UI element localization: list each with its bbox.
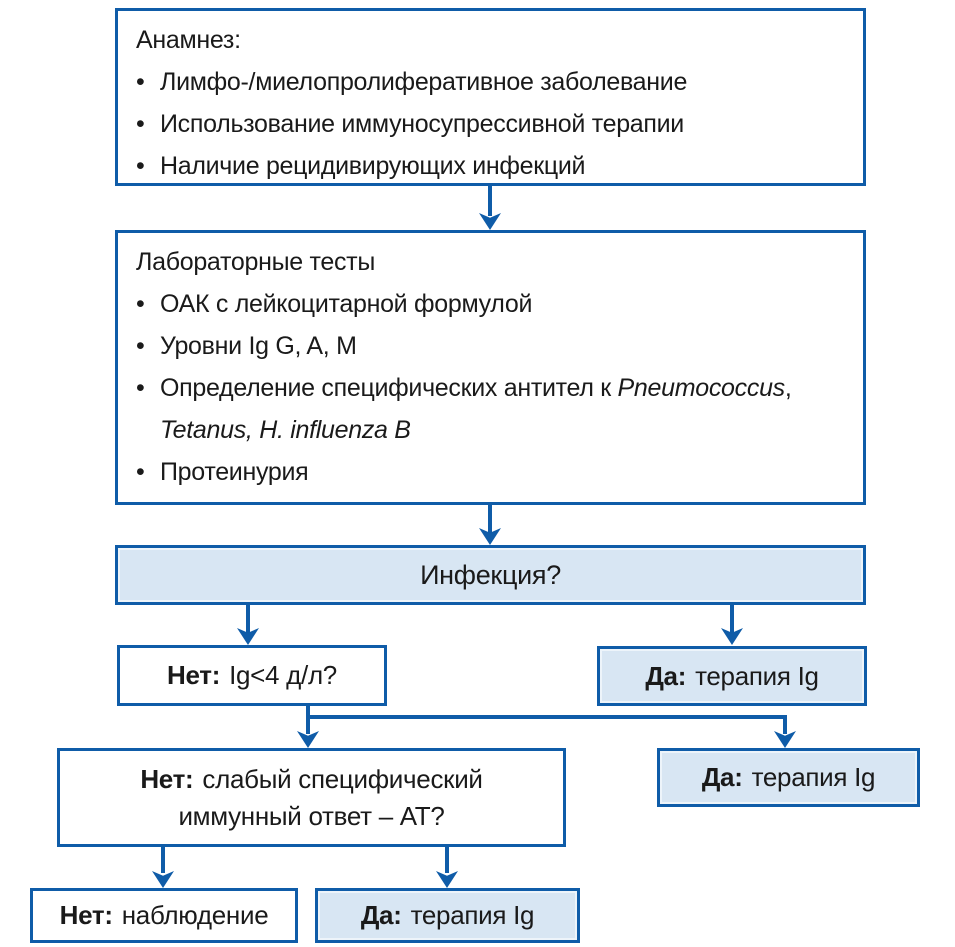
- yes-therapy-top-box: Да: терапия Ig: [597, 646, 867, 706]
- infection-question-box: Инфекция?: [115, 545, 866, 605]
- yes-therapy-mid-box: Да: терапия Ig: [657, 748, 920, 807]
- yes-therapy-bottom-box: Да: терапия Ig: [315, 888, 580, 943]
- down-arrow-icon: [152, 871, 174, 888]
- bullet-icon: •: [136, 458, 145, 486]
- no-prefix: Нет:: [59, 900, 113, 930]
- yes-prefix: Да:: [360, 900, 402, 930]
- lab-tests-box: Лабораторные тесты • ОАК с лейкоцитарной…: [115, 230, 866, 505]
- anamnesis-bullet-3: • Наличие рецидивирующих инфекций: [136, 145, 847, 187]
- bullet-icon: •: [136, 68, 145, 96]
- lab-bullet-2-text: Уровни Ig G, A, M: [160, 332, 357, 360]
- infection-question-label: Инфекция?: [420, 559, 561, 590]
- anamnesis-bullet-2: • Использование иммуносупрессивной терап…: [136, 103, 847, 145]
- bullet-icon: •: [136, 110, 145, 138]
- bullet-icon: •: [136, 152, 145, 180]
- anamnesis-title: Анамнез:: [136, 26, 241, 54]
- weak-response-line-2: иммунный ответ – АТ?: [178, 800, 445, 831]
- lab-bullet-1-text: ОАК с лейкоцитарной формулой: [160, 290, 533, 318]
- anamnesis-bullet-2-text: Использование иммуносупрессивной терапии: [160, 110, 684, 138]
- yes-prefix: Да:: [645, 660, 687, 691]
- lab-bullet-3-line-1: Определение специфических антител к Pneu…: [160, 374, 792, 402]
- connector-ig-stub: [306, 706, 310, 719]
- connector-ig-branch-horizontal: [306, 715, 787, 719]
- no-prefix: Нет:: [167, 660, 221, 690]
- yes-therapy-top-label: терапия Ig: [695, 660, 819, 691]
- connector-infection-to-yes: [730, 605, 734, 633]
- anamnesis-box: Анамнез: • Лимфо-/миелопролиферативное з…: [115, 8, 866, 186]
- lab-bullet-4: • Протеинурия: [136, 451, 847, 493]
- bullet-icon: •: [136, 290, 145, 318]
- connector-infection-to-no: [246, 605, 250, 633]
- connector-lab-to-infection: [488, 505, 492, 533]
- connector-weak-to-therapy: [445, 847, 449, 873]
- anamnesis-bullet-1-text: Лимфо-/миелопролиферативное заболевание: [160, 68, 688, 96]
- lab-bullet-4-text: Протеинурия: [160, 458, 309, 486]
- down-arrow-icon: [436, 871, 458, 888]
- connector-weak-to-observation: [161, 847, 165, 873]
- connector-anamnesis-to-lab: [488, 186, 492, 216]
- anamnesis-bullet-1: • Лимфо-/миелопролиферативное заболевани…: [136, 61, 847, 103]
- connector-branch-to-yes-therapy-mid: [783, 715, 787, 734]
- pathogen-names: Tetanus, H. influenza B: [160, 416, 411, 444]
- bullet-icon: •: [136, 374, 145, 402]
- decision-no-ig-label: Ig<4 д/л?: [229, 660, 337, 690]
- decision-weak-response-box: Нет: слабый специфический иммунный ответ…: [57, 748, 566, 847]
- pathogen-name: Pneumococcus: [617, 374, 786, 402]
- lab-bullet-2: • Уровни Ig G, A, M: [136, 325, 847, 367]
- connector-branch-to-weak-response: [306, 715, 310, 734]
- lab-bullet-3-line-2: Tetanus, H. influenza B: [160, 409, 847, 451]
- lab-tests-title: Лабораторные тесты: [136, 248, 375, 276]
- no-prefix: Нет:: [140, 763, 194, 794]
- outcome-observation-label: наблюдение: [121, 900, 269, 930]
- weak-response-line-1: Нет: слабый специфический: [140, 761, 483, 798]
- yes-prefix: Да:: [701, 762, 743, 792]
- outcome-observation-box: Нет: наблюдение: [30, 888, 298, 943]
- anamnesis-bullet-3-text: Наличие рецидивирующих инфекций: [160, 152, 586, 180]
- lab-bullet-1: • ОАК с лейкоцитарной формулой: [136, 283, 847, 325]
- yes-therapy-mid-label: терапия Ig: [751, 762, 876, 792]
- lab-bullet-3: • Определение специфических антител к Pn…: [136, 367, 847, 451]
- decision-no-ig-box: Нет: Ig<4 д/л?: [117, 645, 387, 706]
- bullet-icon: •: [136, 332, 145, 360]
- lab-bullet-3-text: Определение специфических антител к Pneu…: [160, 367, 847, 451]
- yes-therapy-bottom-label: терапия Ig: [410, 900, 535, 930]
